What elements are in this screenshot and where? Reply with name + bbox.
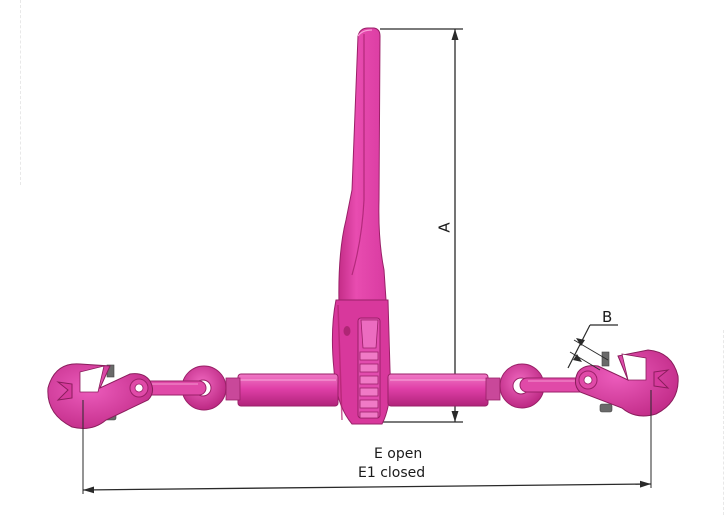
dimension-e1-closed-label: E1 closed <box>358 465 426 481</box>
dimension-a-label: A <box>435 222 454 233</box>
dimension-b-label: B <box>602 308 613 326</box>
dimension-e-open-label: E open <box>374 446 423 462</box>
handle <box>338 27 389 331</box>
ratchet-gear <box>357 317 381 419</box>
left-edge-dashed-line <box>20 0 21 185</box>
right-grab-hook <box>574 349 679 417</box>
dimension-a <box>380 28 463 423</box>
left-grab-hook <box>47 363 154 429</box>
dimension-e <box>82 390 652 494</box>
right-edge-dashed-line <box>723 330 724 515</box>
barrel <box>237 373 489 407</box>
dimension-b <box>567 324 618 371</box>
